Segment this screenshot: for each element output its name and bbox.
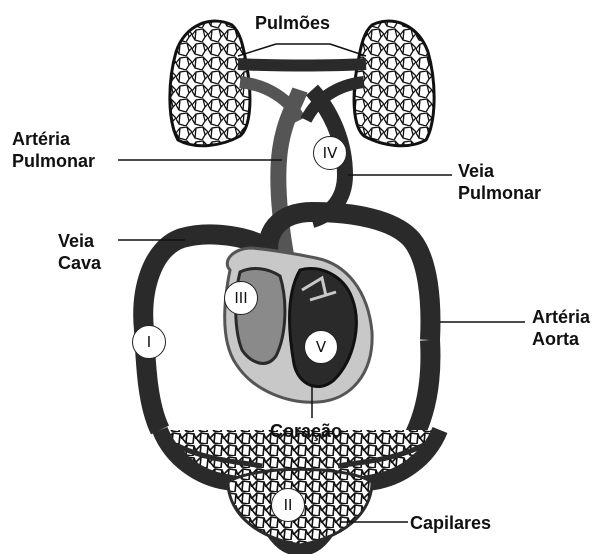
label-capilares: Capilares: [410, 512, 491, 534]
right-lung: [354, 21, 434, 146]
marker-iv: IV: [313, 136, 347, 170]
marker-ii: II: [271, 488, 305, 522]
pulmonary-vessel-top: [238, 64, 366, 66]
label-pulmoes: Pulmões: [255, 12, 330, 34]
label-arteria-aorta: Artéria Aorta: [532, 306, 590, 350]
marker-iii: III: [224, 281, 258, 315]
left-lung: [170, 21, 250, 146]
label-arteria-pulmonar: Artéria Pulmonar: [12, 128, 95, 172]
label-veia-pulmonar: Veia Pulmonar: [458, 160, 541, 204]
descending-aorta: [412, 340, 430, 440]
label-veia-cava: Veia Cava: [58, 230, 101, 274]
label-coracao: Coração: [270, 420, 342, 442]
marker-i: I: [132, 325, 166, 359]
marker-v: V: [304, 330, 338, 364]
